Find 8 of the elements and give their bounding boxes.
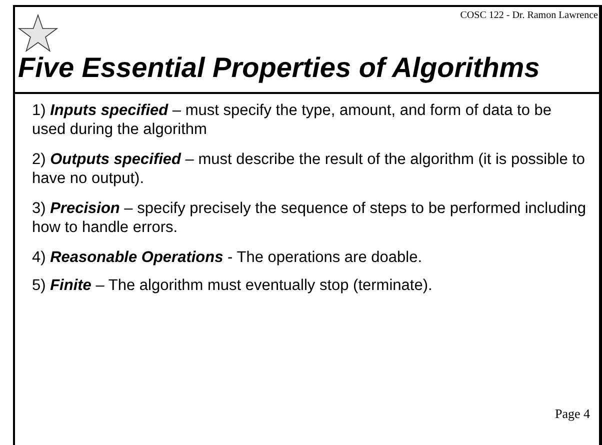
list-item: 5) Finite – The algorithm must eventually stop (terminate).: [32, 276, 434, 295]
course-header: COSC 122 - Dr. Ramon Lawrence: [460, 10, 598, 21]
list-item: 4) Reasonable Operations - The operations are doable.: [32, 248, 423, 267]
list-item: 3) Precision – specify precisely the sequence of steps to be performed including how to handle errors.: [32, 199, 587, 237]
list-item: 1) Inputs specified – must specify the type, amount, and form of data to be used during the algorithm: [32, 101, 552, 139]
slide-title: Five Essential Properties of Algorithms: [18, 52, 540, 84]
list-item: 2) Outputs specified – must describe the result of the algorithm (it is possible to have no output).: [32, 150, 586, 188]
page-number: Page 4: [554, 406, 590, 422]
